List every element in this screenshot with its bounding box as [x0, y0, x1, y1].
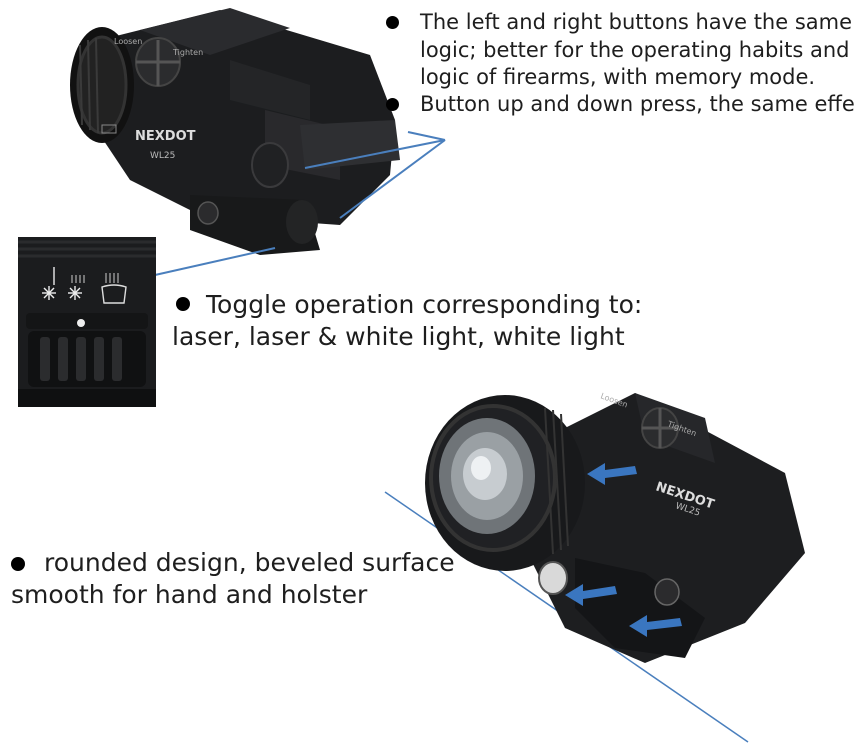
buttons-line-1: The left and right buttons have the same — [420, 10, 853, 34]
top-brand-label: NEXDOT — [135, 129, 196, 144]
buttons-line-4: Button up and down press, the same effec… — [420, 92, 856, 116]
bottom-product-image: NEXDOT WL25 Loosen Tighten — [425, 391, 805, 663]
top-loosen-label: Loosen — [114, 37, 142, 46]
toggle-line-2: laser, laser & white light, white light — [172, 322, 625, 351]
bullet-dot-toggle — [176, 297, 190, 311]
top-tighten-label: Tighten — [172, 48, 203, 57]
bullet-dot-buttons — [386, 16, 399, 29]
top-product-image: NEXDOT WL25 Loosen Tighten — [70, 8, 400, 255]
bullet-dot-press — [386, 98, 399, 111]
top-model-label: WL25 — [150, 151, 175, 161]
design-line-1: rounded design, beveled surface — [44, 548, 455, 577]
buttons-line-3: logic of firearms, with memory mode. — [420, 65, 816, 89]
design-line-2: smooth for hand and holster — [11, 580, 368, 609]
toggle-closeup-image — [18, 237, 156, 407]
toggle-line-1: Toggle operation corresponding to: — [206, 290, 643, 319]
buttons-line-2: logic; better for the operating habits a… — [420, 38, 850, 62]
bullet-dot-design — [11, 557, 25, 571]
